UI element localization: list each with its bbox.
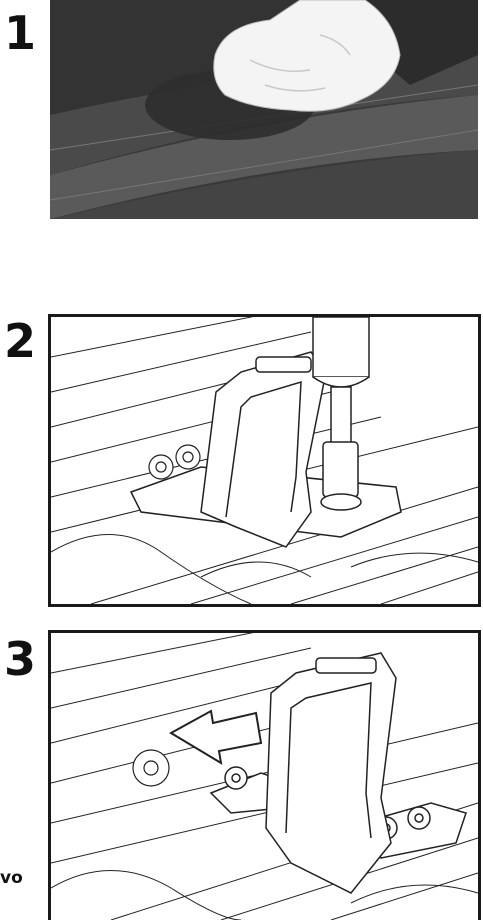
arrow-icon — [168, 709, 263, 765]
wrench-socket-icon — [312, 317, 370, 511]
step-number-1: 1 — [4, 6, 37, 60]
cut-off-text: vo — [0, 868, 23, 888]
nut-icon — [132, 749, 170, 787]
roof-cleaning-icon — [50, 0, 478, 219]
hand-wiping-icon — [213, 0, 401, 112]
step-3-illustration — [48, 630, 481, 920]
step-number-2: 2 — [4, 314, 37, 368]
step-number-3: 3 — [4, 632, 37, 686]
step-1-illustration — [50, 0, 478, 219]
step-2-illustration — [48, 314, 481, 607]
